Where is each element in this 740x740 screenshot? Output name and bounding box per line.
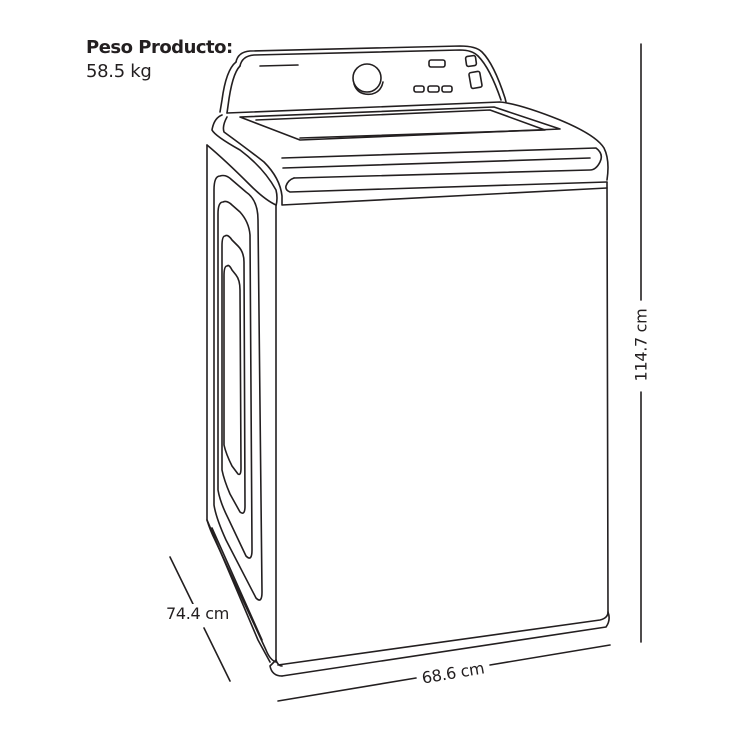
control-panel bbox=[219, 45, 507, 114]
lid bbox=[211, 101, 609, 661]
width-dimension-line bbox=[277, 644, 611, 702]
weight-label: Peso Producto: bbox=[86, 37, 233, 58]
product-weight: Peso Producto: 58.5 kg bbox=[86, 36, 233, 84]
side-panel bbox=[206, 144, 277, 663]
weight-value: 58.5 kg bbox=[86, 61, 152, 82]
height-label: 114.7 cm bbox=[631, 305, 651, 385]
depth-label: 74.4 cm bbox=[166, 604, 229, 623]
depth-dimension-line bbox=[169, 556, 231, 682]
front-panel bbox=[269, 181, 610, 677]
